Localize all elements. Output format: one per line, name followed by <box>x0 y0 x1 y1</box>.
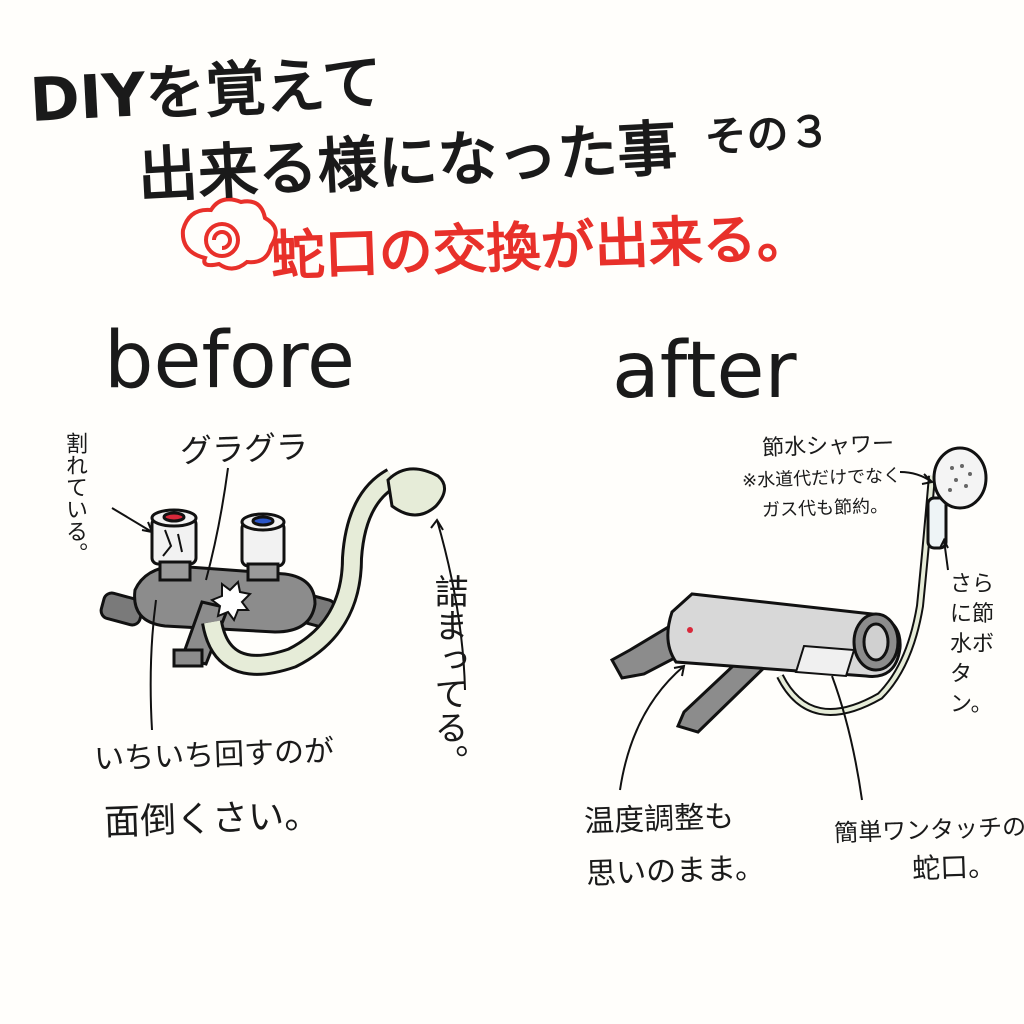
title-part-number: その３ <box>703 106 832 163</box>
note-annoying-2: 面倒くさい。 <box>103 795 321 844</box>
note-save-button: さらに節水ボタン。 <box>950 572 995 717</box>
old-faucet-drawing <box>99 467 446 676</box>
note-save-detail-1: ※水道代だけでなく <box>741 465 902 492</box>
note-annoying-1: いちいち回すのが <box>93 733 335 778</box>
note-save-detail-2: ガス代も節約。 <box>761 495 889 522</box>
note-temp-1: 温度調整も <box>583 799 735 840</box>
annotation-arrows <box>111 467 949 801</box>
before-label: before <box>104 316 356 406</box>
note-onetouch-2: 蛇口。 <box>911 849 997 886</box>
note-onetouch-1: 簡単ワンタッチの <box>833 812 1024 848</box>
note-cracked: 割れている。 <box>62 432 87 564</box>
after-label: after <box>612 326 797 416</box>
note-clogged: 詰まってる。 <box>428 574 468 778</box>
new-faucet-drawing <box>609 446 988 734</box>
faucet-swirl-icon <box>180 197 278 271</box>
note-save-shower: 節水シャワー <box>761 431 895 462</box>
note-wobbly: グラグラ <box>179 427 309 471</box>
note-temp-2: 思いのまま。 <box>585 850 766 893</box>
